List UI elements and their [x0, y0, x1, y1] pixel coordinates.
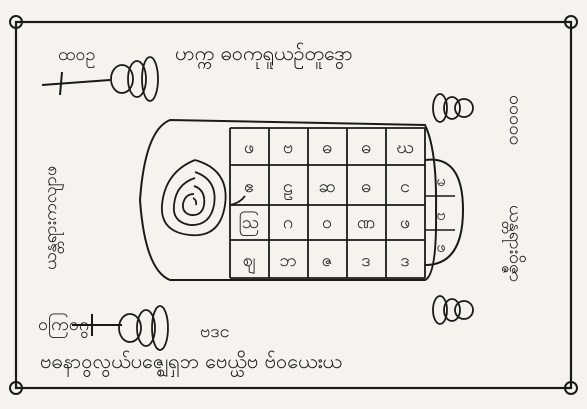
grid-cell-glyph: ဃ — [396, 137, 414, 158]
script-bottom-middle: ဗဒင — [200, 321, 230, 342]
spiral-emblem — [162, 160, 245, 235]
grid-cell-glyph: ဂ — [283, 212, 293, 233]
arrow-stroke-top — [42, 72, 110, 95]
grid-cell-glyph: ဓ — [361, 137, 371, 158]
pebble-group-bottom-left — [119, 306, 168, 350]
grid-cell-glyph: ဈ — [243, 250, 256, 274]
grid-cell-glyph: ဖ — [400, 212, 410, 233]
grid-cell-glyph: င — [400, 176, 410, 197]
side-cell-glyph: ဖ — [436, 237, 445, 256]
grid-cell-glyph: ဩ — [239, 211, 259, 236]
side-cell-glyph: မ — [436, 171, 445, 190]
pebble-group-top-left — [111, 57, 158, 101]
grid-cell-glyph: ဒ — [361, 250, 370, 271]
grid-cell-glyph: ဝ — [322, 212, 332, 233]
script-right-top: ဝဝဝဝဝ — [505, 95, 526, 146]
grid-cell-glyph: ဘ — [279, 250, 296, 271]
grid-cell-glyph: ဇ — [322, 250, 333, 271]
grid-cell-glyph: ဧ — [244, 176, 254, 197]
grid-cell-glyph: ဏ — [357, 212, 375, 233]
script-top: ဟက္က ဓဝကုရူယဉ်တူဒွော — [175, 41, 353, 69]
grid-cell-glyph: ဓ — [361, 176, 371, 197]
grid-cell-glyph: ဆ — [318, 176, 335, 197]
grid-cell-glyph: ဠ — [283, 176, 293, 200]
script-bottom-left: ဝကြဝဂွ — [38, 313, 89, 338]
script-left: ယန္တရားကလျာဖ — [40, 166, 64, 270]
script-right: ယန္တရားဝိဇ္ဇာ — [502, 205, 526, 282]
script-top-left: ထဝဥ — [58, 44, 96, 68]
pebble-group-right-top — [433, 94, 473, 122]
side-cell-glyph: ဗ — [436, 205, 445, 224]
grid-cell-glyph: ဗ — [283, 137, 293, 158]
grid-cell-glyph: ဖ — [244, 137, 254, 158]
grid-cell-glyph: ဓ — [322, 137, 332, 158]
pebble-group-right-bottom — [433, 296, 473, 324]
script-bottom: ဗဓနာဝွလွယ်ပဇ္ဈေရှဘ ဗေယ္ယိဗ ဗ်ဝယေးယ — [40, 349, 342, 378]
grid-cell-glyph: ဒ — [400, 250, 409, 271]
side-column-cells: မဗဖ — [436, 171, 445, 256]
